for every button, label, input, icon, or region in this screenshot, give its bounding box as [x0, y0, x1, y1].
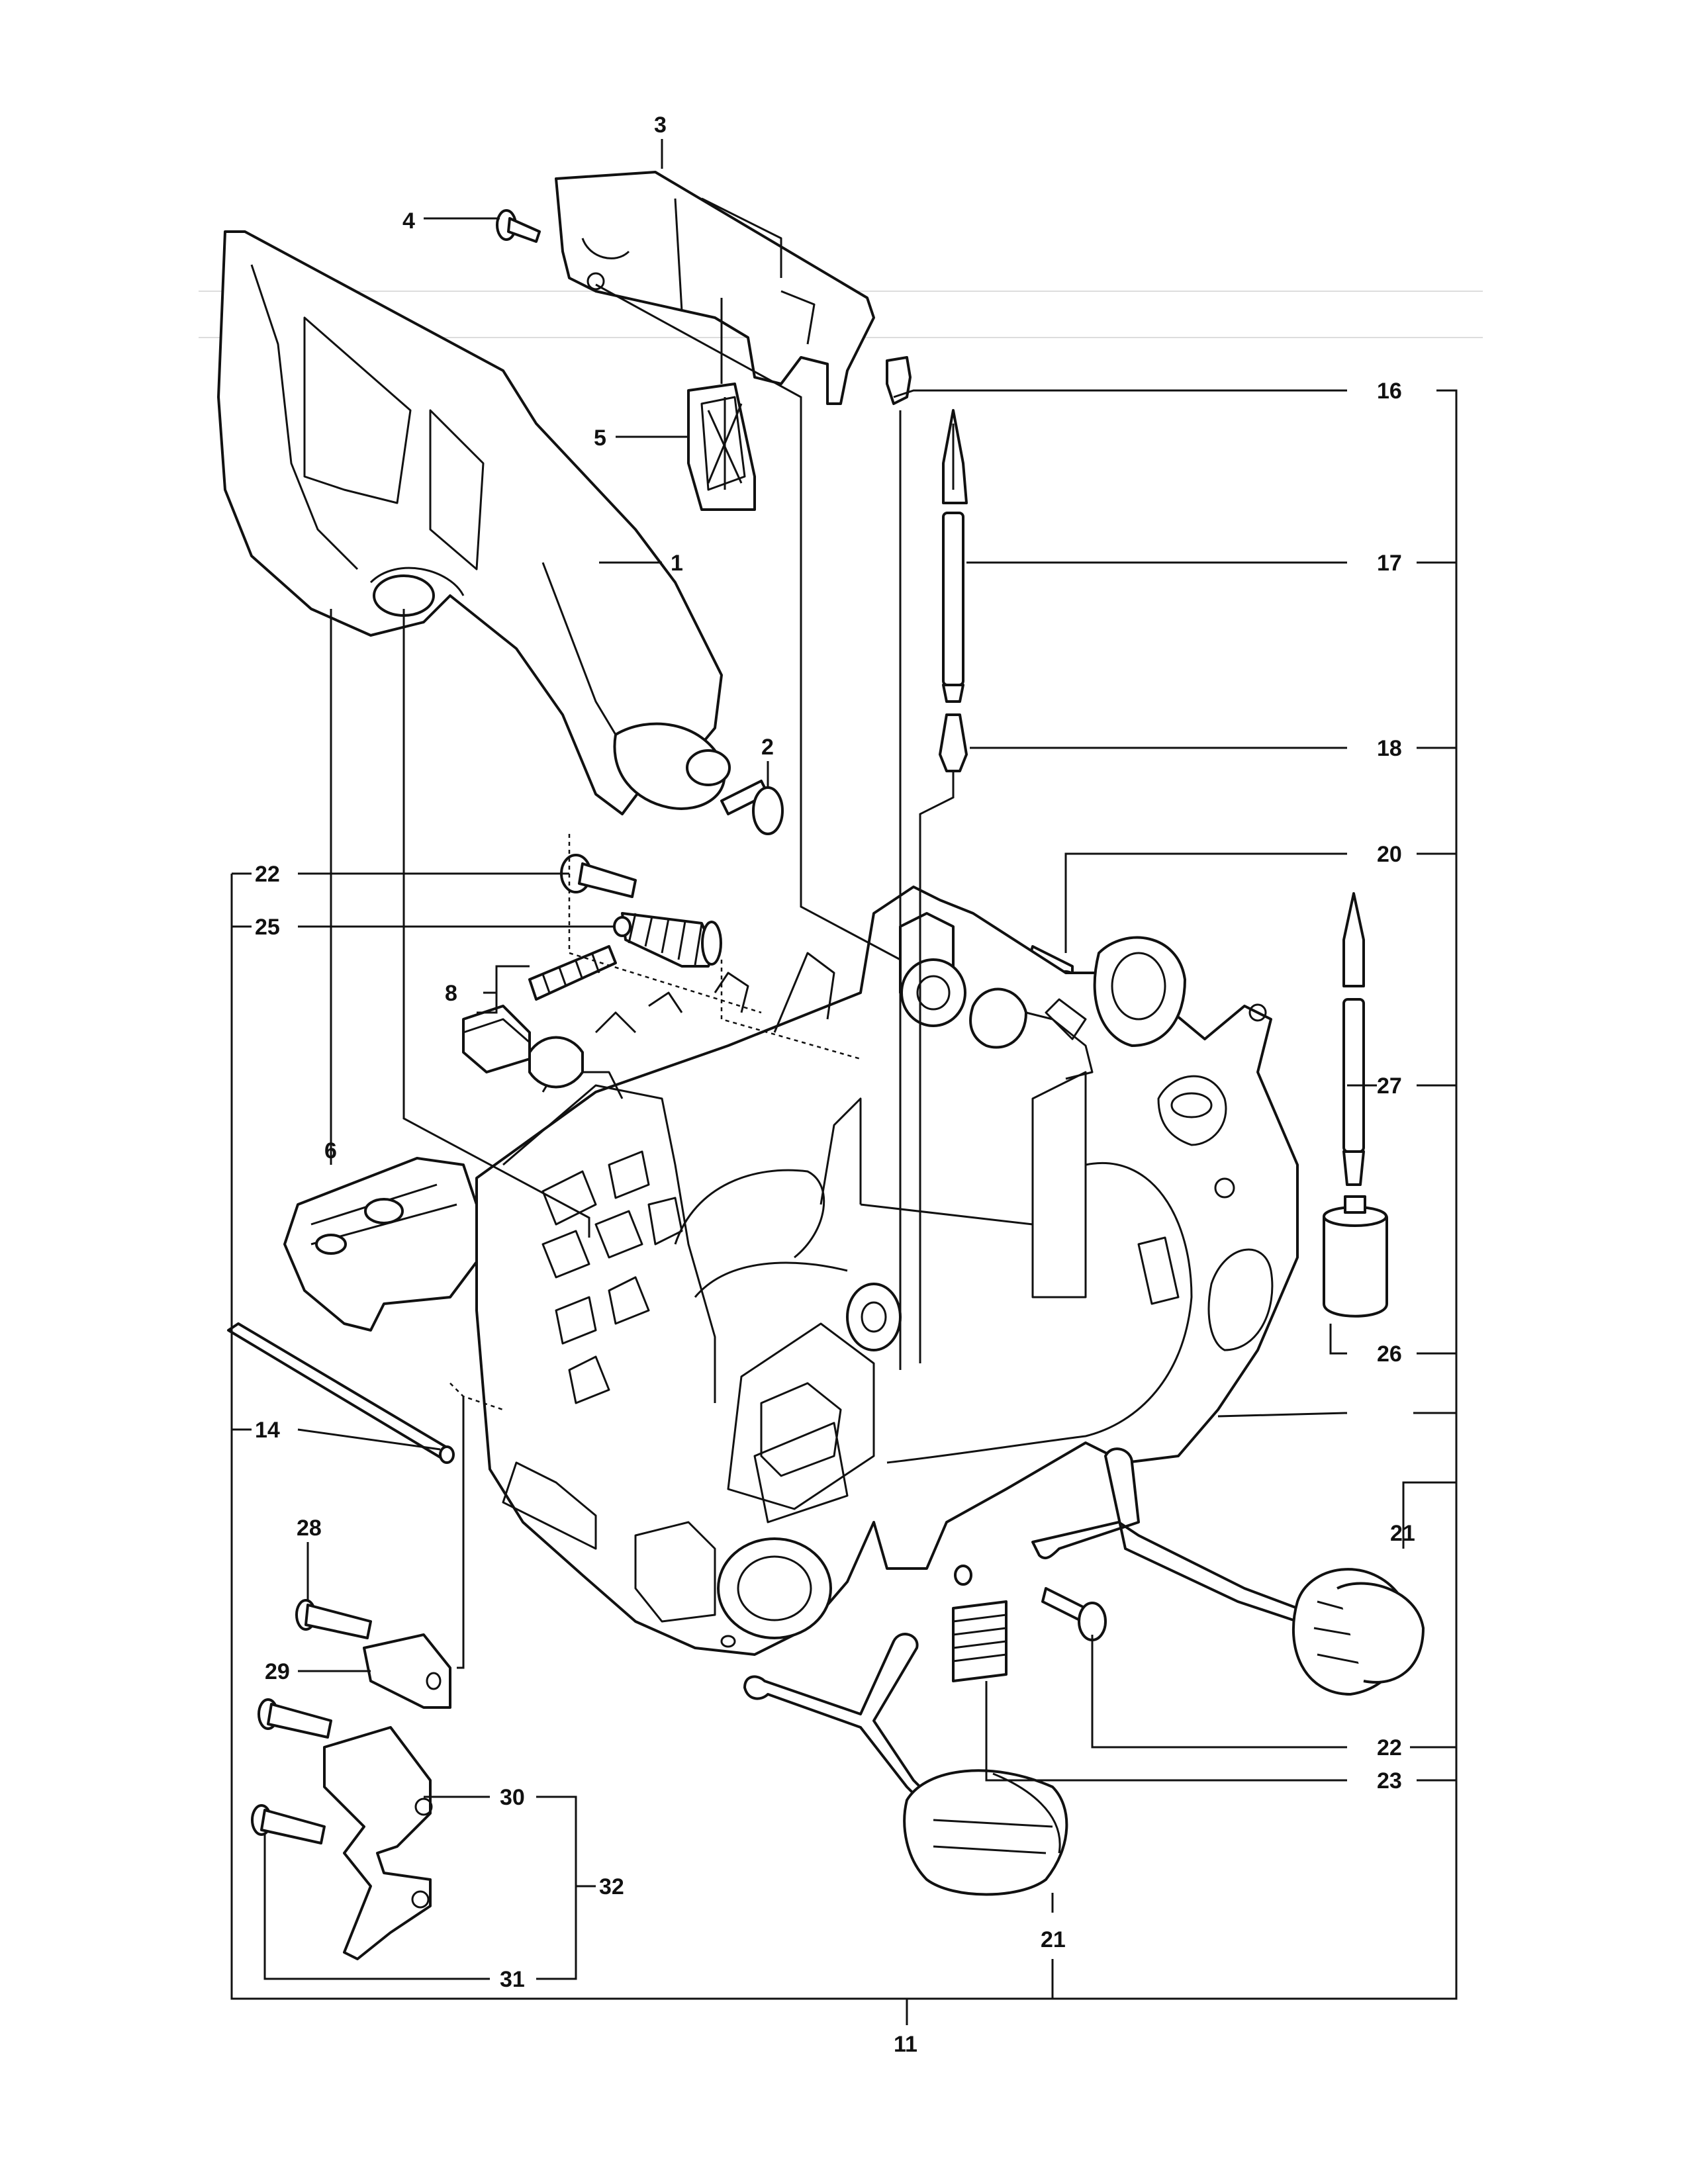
part-fitting-18: [939, 713, 968, 772]
callout-20: 20: [1377, 842, 1402, 867]
callout-25: 25: [255, 915, 280, 940]
part-hose-27: [1342, 892, 1365, 1186]
part-screw-28: [295, 1599, 372, 1639]
callout-30: 30: [500, 1785, 525, 1810]
callout-labels: 3 4 5 1 2 16 17 18 20 27 26 21 22 23 21 …: [255, 113, 1415, 2057]
callout-22-upper: 22: [255, 862, 280, 887]
part-bracket-29: [363, 1633, 451, 1709]
callout-27: 27: [1377, 1073, 1402, 1099]
leader-lines: [230, 139, 1458, 2025]
part-screw-22-upper: [560, 854, 637, 898]
part-pad-8: [462, 1005, 531, 1073]
callout-4: 4: [402, 208, 415, 234]
callout-11: 11: [894, 2032, 917, 2057]
part-heat-shield-6: [283, 1157, 491, 1332]
callout-29: 29: [265, 1659, 290, 1684]
part-spring-25: [613, 912, 722, 968]
part-screw-22-lower: [1041, 1587, 1107, 1641]
part-hose-17: [942, 409, 968, 703]
callout-26: 26: [1377, 1342, 1402, 1367]
callout-5: 5: [594, 426, 606, 451]
callout-18: 18: [1377, 736, 1402, 761]
callout-22-lower: 22: [1377, 1735, 1402, 1760]
part-cap-21-lower: [743, 1633, 1068, 1896]
part-cap-21-right: [1031, 1447, 1425, 1696]
part-spring-8: [528, 945, 617, 1001]
callout-17: 17: [1377, 551, 1402, 576]
part-spring-23: [952, 1565, 1008, 1682]
callout-6: 6: [324, 1138, 337, 1163]
callout-32: 32: [599, 1874, 624, 1899]
part-filter-5: [687, 383, 756, 511]
part-rear-handle: [217, 230, 731, 815]
callout-21-lower: 21: [1041, 1927, 1066, 1952]
part-top-cover: [555, 171, 875, 405]
part-plug-16: [886, 356, 912, 405]
part-fuel-filter-26: [1323, 1195, 1388, 1318]
callout-14: 14: [255, 1418, 280, 1443]
callout-1: 1: [671, 551, 683, 576]
part-screw-31-upper: [258, 1698, 332, 1739]
callout-3: 3: [654, 113, 667, 138]
callout-16: 16: [1377, 379, 1402, 404]
part-screw-31-lower: [251, 1804, 326, 1844]
callout-28: 28: [297, 1516, 322, 1541]
callout-8: 8: [445, 981, 457, 1006]
callout-31: 31: [500, 1967, 525, 1992]
part-rod-14: [227, 1322, 455, 1464]
part-screw-4: [496, 209, 541, 243]
part-crankcase-11: [475, 886, 1299, 1656]
callout-21-right: 21: [1390, 1521, 1415, 1546]
callout-2: 2: [761, 735, 774, 760]
callout-23: 23: [1377, 1768, 1402, 1794]
part-chain-catcher-30: [323, 1726, 433, 1960]
part-screw-2: [720, 780, 784, 835]
